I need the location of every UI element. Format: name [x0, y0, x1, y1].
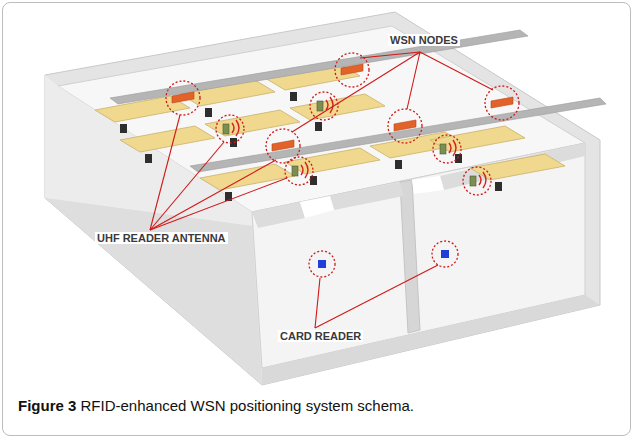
callout-label: UHF READER ANTENNA — [95, 232, 228, 244]
callout-label: CARD READER — [278, 330, 363, 342]
figure-caption: Figure 3 RFID-enhanced WSN positioning s… — [18, 397, 414, 414]
callout-label: WSN NODES — [388, 34, 460, 46]
